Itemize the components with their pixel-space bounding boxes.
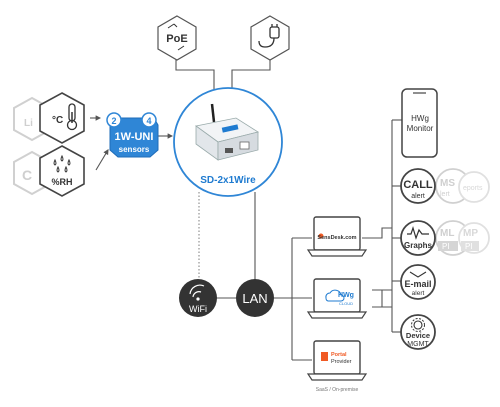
antenna-icon (210, 103, 216, 123)
email-sub: alert (412, 290, 425, 297)
portal-line1: Portal (331, 352, 347, 358)
call-title: CALL (403, 179, 433, 191)
ghost-sms-1: MS (440, 178, 455, 189)
ghost-temp-label: Li (24, 118, 33, 129)
lan-label: LAN (242, 291, 267, 306)
saas-caption: SaaS / On-premise (316, 387, 359, 393)
monitor-line2: Monitor (407, 124, 434, 133)
ghost-snmp-2: PI (465, 242, 473, 251)
sensor-hub-badge: 2 4 1W-UNI sensors (106, 112, 159, 158)
call-alert-icon: CALL alert (400, 168, 436, 204)
sd-2x1wire-device: SD-2x1Wire (173, 87, 283, 197)
poe-label: PoE (166, 33, 187, 45)
laptop-hwg-cloud: HWg CLOUD (306, 278, 368, 319)
monitor-line1: HWg (411, 114, 429, 123)
portal-line2: Provider (331, 359, 352, 365)
laptop-portal-provider: Portal Provider (306, 340, 368, 381)
temperature-sensor-icon: °C (39, 92, 85, 144)
wifi-icon (189, 284, 205, 301)
gear-icon (411, 318, 425, 332)
email-title: E-mail (404, 279, 431, 289)
device-mgmt-icon: Device MGMT (400, 314, 436, 350)
poe-icon: PoE (157, 15, 197, 61)
ghost-snmp-1: MP (463, 228, 478, 239)
wifi-node: WiFi (179, 279, 217, 317)
email-alert-icon: E-mail alert (400, 264, 436, 300)
connection-lines (90, 56, 402, 361)
hub-subtitle: sensors (119, 145, 150, 154)
graphs-icon: Graphs (400, 220, 436, 256)
cloud-icon (325, 289, 345, 302)
humidity-unit-label: %RH (51, 177, 72, 187)
hwg-cloud-sub: CLOUD (339, 301, 353, 306)
hub-right-number: 4 (146, 116, 151, 126)
temp-unit-label: °C (52, 115, 63, 126)
wifi-label: WiFi (189, 304, 207, 314)
device-mgmt-line1: Device (406, 331, 430, 340)
hwg-monitor-phone: HWg Monitor (401, 88, 438, 158)
hub-title: 1W-UNI (115, 131, 154, 143)
sensdesk-label: SensDesk.com (317, 235, 356, 241)
graphs-label: Graphs (404, 241, 433, 250)
laptop-sensdesk: SensDesk.com (306, 216, 368, 257)
device-name: SD-2x1Wire (200, 175, 256, 186)
ghost-humid-label: C (22, 167, 32, 183)
ghost-feature-circles: MS lert eports ML PI MP PI (435, 168, 490, 256)
call-sub: alert (411, 193, 425, 200)
hub-left-number: 2 (111, 116, 116, 126)
ghost-reports: eports (463, 185, 483, 192)
ghost-sms-2: lert (440, 191, 450, 198)
humidity-sensor-icon: %RH (39, 145, 85, 197)
hwg-cloud-main: HWg (338, 292, 354, 299)
lan-node: LAN (236, 279, 274, 317)
ghost-xml-1: ML (440, 228, 454, 239)
power-adapter-icon (250, 15, 290, 61)
ghost-xml-2: PI (442, 242, 450, 251)
device-mgmt-line2: MGMT (407, 341, 429, 348)
